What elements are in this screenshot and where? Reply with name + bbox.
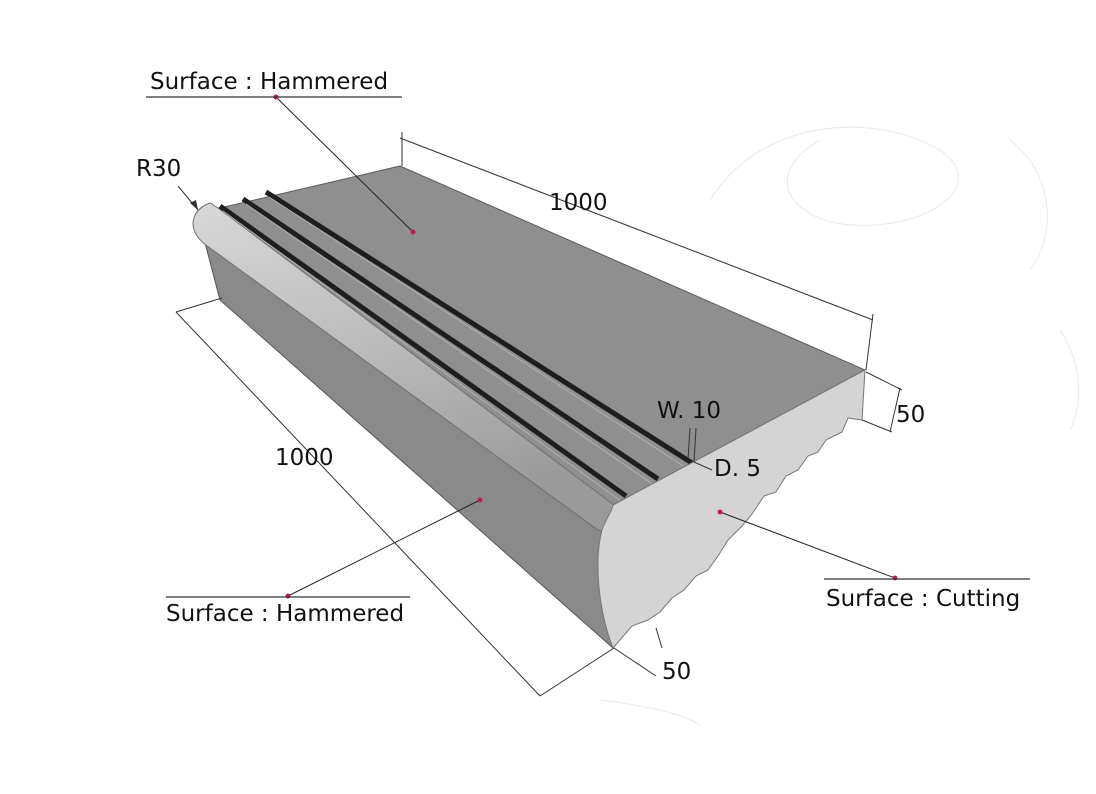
bottom-height-label: 50	[662, 659, 691, 685]
leader-dot	[285, 593, 291, 599]
end-surface-label: Surface : Cutting	[826, 586, 1020, 612]
right-height-label: 50	[896, 402, 925, 428]
dim-front-ext-right	[539, 647, 615, 697]
groove-depth-label: D. 5	[714, 456, 761, 482]
dim-top-length-line	[399, 137, 874, 321]
groove-width-label: W. 10	[657, 398, 721, 424]
background-sketch	[599, 126, 1080, 726]
front-surface-label: Surface : Hammered	[166, 601, 404, 627]
radius-label: R30	[136, 156, 181, 182]
dim-groove-width-tick-1	[687, 427, 691, 461]
groove-line	[241, 196, 660, 482]
dim-front-ext-left	[175, 297, 223, 313]
leader-dot	[410, 229, 416, 235]
groove-line	[218, 203, 628, 499]
dimension-lines	[175, 132, 903, 697]
leader-top-surface	[275, 96, 414, 233]
dim-right-height-ext-bottom	[861, 419, 893, 433]
front-length-label: 1000	[275, 445, 334, 471]
dim-bottom-height-line	[613, 647, 657, 677]
dim-bottom-height-ext	[655, 627, 663, 649]
groove-line	[245, 203, 655, 486]
leader-dot	[717, 509, 723, 515]
leader-dot	[477, 497, 483, 503]
dim-front-length-line	[175, 311, 541, 697]
leader-front-surface	[287, 499, 481, 597]
groove-line	[264, 189, 694, 466]
dim-groove-width-tick-2	[693, 427, 697, 463]
dim-right-height-ext-top	[865, 371, 903, 391]
groove-line	[268, 196, 689, 470]
leader-end-surface	[719, 511, 896, 579]
dim-right-height-line	[889, 387, 901, 433]
dim-top-ext-right	[865, 313, 874, 371]
top-surface-label: Surface : Hammered	[150, 69, 388, 95]
radius-arrow	[190, 200, 198, 210]
end-face	[597, 369, 866, 649]
top-length-label: 1000	[549, 190, 608, 216]
dim-groove-depth-tick	[693, 461, 713, 471]
anti-slip-grooves	[218, 189, 694, 503]
groove-line	[222, 210, 623, 503]
leader-dot	[892, 575, 898, 581]
